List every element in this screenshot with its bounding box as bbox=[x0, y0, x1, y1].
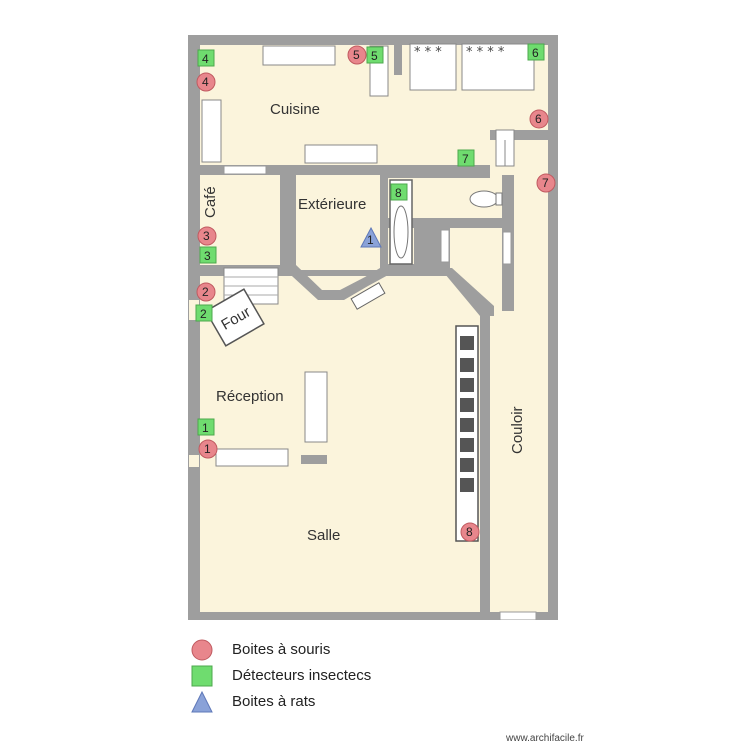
svg-text:1: 1 bbox=[202, 421, 209, 435]
stove-burners: * * * bbox=[414, 45, 442, 60]
legend-label-rat: Boites à rats bbox=[232, 693, 316, 710]
wall-exterior-bottom bbox=[280, 265, 458, 300]
svg-text:3: 3 bbox=[203, 229, 210, 243]
svg-text:3: 3 bbox=[204, 249, 211, 263]
window bbox=[499, 611, 537, 620]
mouse-box-6: 6 bbox=[529, 109, 549, 129]
rat-box-1: 1 bbox=[360, 226, 382, 248]
svg-text:8: 8 bbox=[395, 186, 402, 200]
svg-text:6: 6 bbox=[532, 46, 539, 60]
room-label-exterieure: Extérieure bbox=[298, 196, 366, 213]
svg-text:5: 5 bbox=[353, 48, 360, 62]
floor-plan: * * * * * * * Four Cuisine Café Extérieu… bbox=[188, 35, 558, 620]
floor-couloir bbox=[490, 142, 548, 612]
stove bbox=[461, 43, 535, 91]
wall-small-diag bbox=[440, 268, 494, 316]
window bbox=[502, 231, 512, 265]
bench bbox=[350, 282, 386, 310]
legend: Boites à souris Détecteurs insectecs Boi… bbox=[190, 636, 510, 714]
shower-tray bbox=[389, 179, 413, 265]
legend-label-mouse: Boites à souris bbox=[232, 641, 331, 658]
room-label-cuisine: Cuisine bbox=[270, 101, 320, 118]
legend-row-rat: Boites à rats bbox=[190, 688, 510, 714]
legend-label-insect: Détecteurs insectecs bbox=[232, 667, 372, 684]
mouse-box-1: 1 bbox=[198, 439, 218, 459]
insect-detector-3: 3 bbox=[199, 246, 217, 264]
bar-stools bbox=[460, 336, 474, 492]
credit-text: www.archifacile.fr bbox=[506, 733, 584, 744]
room-label-couloir: Couloir bbox=[509, 406, 526, 454]
wall-exterior-east bbox=[380, 175, 388, 273]
mouse-box-7: 7 bbox=[536, 173, 556, 193]
wall-kitchen-south bbox=[200, 165, 490, 175]
room-label-reception: Réception bbox=[216, 388, 284, 405]
window bbox=[440, 229, 450, 263]
reception-block bbox=[301, 455, 327, 464]
floor-exterior bbox=[296, 175, 380, 270]
wall-wc-south bbox=[388, 218, 504, 228]
wall-kitchen-se bbox=[490, 130, 548, 140]
kitchen-counter bbox=[201, 99, 222, 163]
toilet bbox=[469, 190, 499, 208]
door-opening bbox=[189, 300, 199, 320]
svg-text:1: 1 bbox=[367, 233, 374, 247]
svg-text:2: 2 bbox=[202, 285, 209, 299]
insect-detector-6: 6 bbox=[527, 43, 545, 61]
stove-burners: * * * * bbox=[466, 45, 505, 60]
kitchen-counter bbox=[304, 144, 378, 164]
legend-row-mouse: Boites à souris bbox=[190, 636, 510, 662]
mouse-box-3: 3 bbox=[197, 226, 217, 246]
insect-detector-legend-icon bbox=[191, 665, 213, 687]
rat-box-legend-icon bbox=[191, 690, 213, 713]
insect-detector-2: 2 bbox=[195, 304, 213, 322]
kitchen-counter bbox=[262, 45, 336, 66]
insect-detector-5: 5 bbox=[366, 46, 384, 64]
insect-detector-1: 1 bbox=[197, 418, 215, 436]
svg-text:2: 2 bbox=[200, 307, 207, 321]
svg-text:1: 1 bbox=[204, 442, 211, 456]
reception-desk bbox=[215, 448, 289, 467]
legend-row-insect: Détecteurs insectecs bbox=[190, 662, 510, 688]
stove bbox=[409, 43, 457, 91]
door-opening bbox=[189, 455, 199, 467]
reception-counter bbox=[304, 371, 328, 443]
wall-top-stub bbox=[394, 45, 402, 75]
oven: Four bbox=[204, 288, 265, 347]
mouse-box-8: 8 bbox=[460, 522, 480, 542]
svg-text:8: 8 bbox=[466, 525, 473, 539]
wall-cafe-east bbox=[280, 175, 296, 275]
svg-text:5: 5 bbox=[371, 49, 378, 63]
svg-text:7: 7 bbox=[462, 152, 469, 166]
insect-detector-8: 8 bbox=[390, 183, 408, 201]
svg-text:7: 7 bbox=[542, 176, 549, 190]
mouse-box-5: 5 bbox=[347, 45, 367, 65]
mouse-box-4: 4 bbox=[196, 72, 216, 92]
insect-detector-7: 7 bbox=[457, 149, 475, 167]
svg-text:6: 6 bbox=[535, 112, 542, 126]
mouse-box-legend-icon bbox=[191, 639, 213, 661]
insect-detector-4: 4 bbox=[197, 49, 215, 67]
room-label-cafe: Café bbox=[202, 186, 219, 218]
room-label-salle: Salle bbox=[307, 527, 340, 544]
mouse-box-2: 2 bbox=[196, 282, 216, 302]
svg-text:4: 4 bbox=[202, 52, 209, 66]
window bbox=[223, 165, 267, 175]
wall-couloir-west bbox=[480, 306, 490, 612]
svg-text:4: 4 bbox=[202, 75, 209, 89]
